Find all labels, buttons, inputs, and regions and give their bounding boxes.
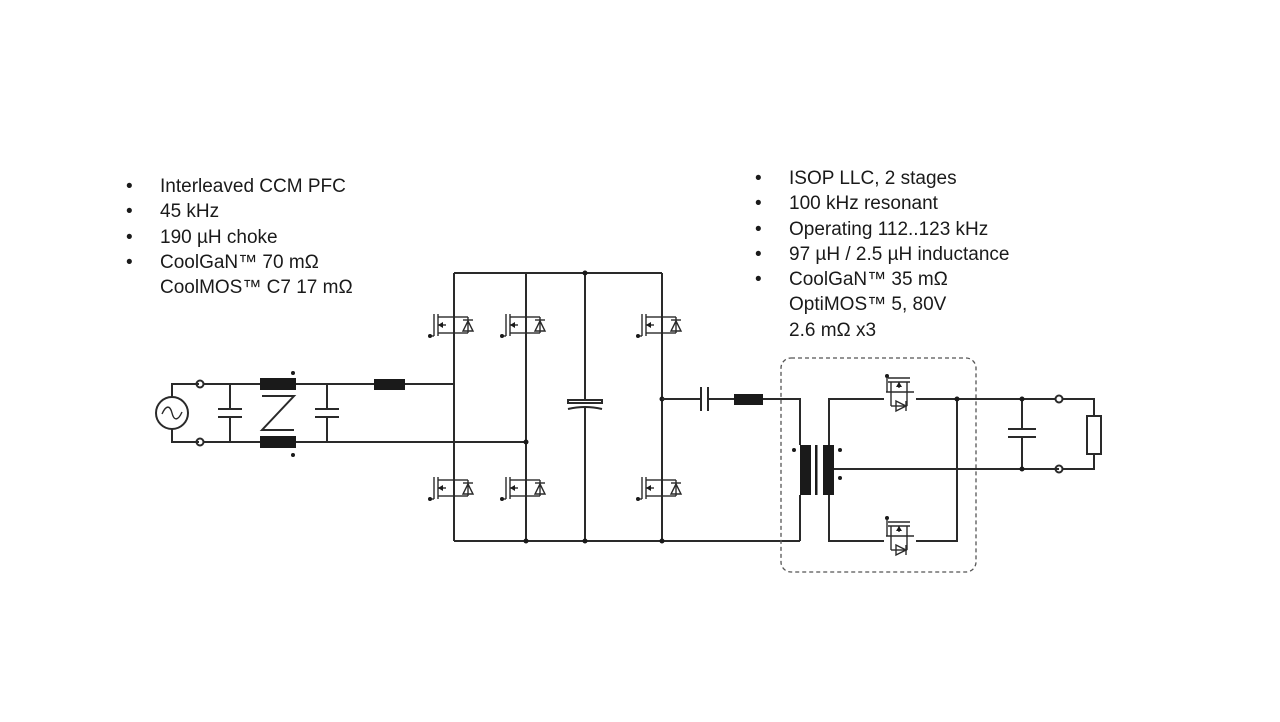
pfc-switch-high-1: [427, 311, 474, 341]
pfc-switch-low-2: [499, 474, 546, 504]
pfc-spec-list: • Interleaved CCM PFC • 45 kHz • 190 µH cho…: [126, 174, 353, 300]
bullet-icon: •: [755, 193, 762, 215]
llc-spec-text: 100 kHz resonant: [789, 193, 938, 215]
output-capacitor: [1008, 396, 1036, 472]
bullet-icon: •: [755, 218, 762, 240]
primary-wire-top: [763, 398, 801, 445]
x-capacitor-1: [218, 384, 242, 442]
pfc-spec-item: • Interleaved CCM PFC: [126, 174, 353, 199]
pfc-switch-low-1: [427, 474, 474, 504]
llc-spec-item: • Operating 112..123 kHz: [755, 217, 1009, 242]
llc-spec-text: ISOP LLC, 2 stages: [789, 168, 957, 189]
bullet-icon: •: [126, 226, 133, 248]
resonant-capacitor: [662, 387, 734, 411]
bullet-icon: •: [755, 269, 762, 291]
load-resistor: [1063, 398, 1102, 470]
pfc-boost-inductor: [374, 379, 405, 390]
bullet-icon: •: [126, 176, 133, 197]
bullet-icon: •: [755, 168, 762, 189]
bullet-icon: •: [126, 251, 133, 273]
pfc-spec-item: • CoolGaN™ 70 mΩ CoolMOS™ C7 17 mΩ: [126, 250, 353, 301]
input-wires: [171, 379, 260, 447]
llc-spec-item: • ISOP LLC, 2 stages: [755, 166, 1009, 191]
llc-spec-item: • 97 µH / 2.5 µH inductance: [755, 242, 1009, 267]
x-capacitor-2: [315, 384, 339, 442]
pfc-spec-text: 45 kHz: [160, 201, 220, 223]
llc-switch-high: [635, 311, 682, 341]
llc-spec-item: • 100 kHz resonant: [755, 191, 1009, 216]
pfc-spec-text: CoolMOS™ C7 17 mΩ: [160, 277, 353, 299]
llc-switch-low: [635, 474, 682, 504]
llc-spec-text: 97 µH / 2.5 µH inductance: [789, 243, 1010, 265]
llc-spec-list: • ISOP LLC, 2 stages • 100 kHz resonant • O…: [755, 166, 1009, 343]
isolated-module-outline: [780, 357, 977, 573]
pfc-spec-item: • 190 µH choke: [126, 225, 353, 250]
pfc-spec-text: Interleaved CCM PFC: [160, 176, 346, 197]
llc-spec-text: 2.6 mΩ x3: [789, 319, 877, 341]
sync-rectifier-top: [885, 377, 915, 412]
llc-spec-text: OptiMOS™ 5, 80V: [789, 294, 947, 316]
pfc-spec-text: 190 µH choke: [160, 226, 278, 248]
pfc-switch-high-2: [499, 311, 546, 341]
output-terminal-positive: [1054, 394, 1064, 404]
output-terminal-negative: [1054, 464, 1064, 474]
pfc-spec-text: CoolGaN™ 70 mΩ: [160, 251, 319, 273]
secondary-wire-bottom: [828, 495, 884, 542]
llc-spec-text: CoolGaN™ 35 mΩ: [789, 269, 948, 291]
resonant-inductor: [734, 394, 763, 405]
common-mode-choke: [259, 371, 297, 457]
ac-source: [155, 396, 189, 430]
sync-rectifier-bottom: [885, 521, 915, 556]
llc-spec-text: Operating 112..123 kHz: [789, 218, 989, 240]
pfc-spec-item: • 45 kHz: [126, 199, 353, 224]
bulk-capacitor: [567, 270, 603, 544]
llc-spec-item: • CoolGaN™ 35 mΩ OptiMOS™ 5, 80V 2.6 mΩ x3: [755, 267, 1009, 343]
bullet-icon: •: [755, 243, 762, 265]
bullet-icon: •: [126, 201, 133, 223]
llc-transformer: [792, 445, 842, 495]
secondary-wire-top: [828, 398, 884, 445]
